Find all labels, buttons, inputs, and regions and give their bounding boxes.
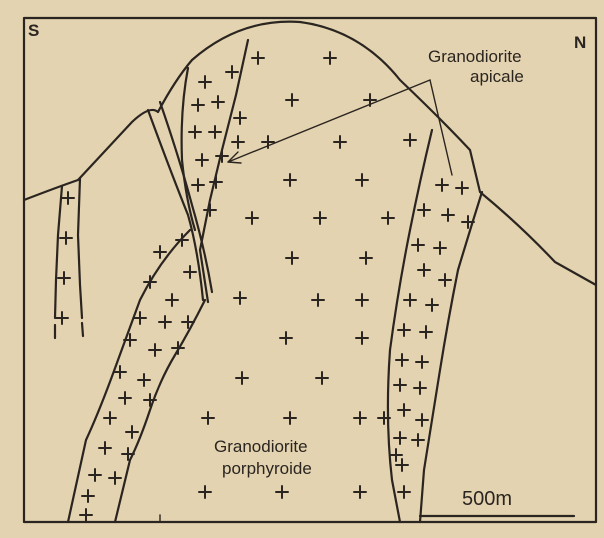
label-porphyroide-line1: Granodiorite xyxy=(214,437,308,456)
cross-symbol xyxy=(209,126,221,138)
cross-symbol xyxy=(104,412,116,424)
cross-symbol xyxy=(99,442,111,454)
cross-symbol xyxy=(404,134,416,146)
cross-symbol xyxy=(216,150,228,162)
cross-symbol xyxy=(226,66,238,78)
figure-frame xyxy=(24,18,596,522)
cross-symbol xyxy=(82,490,94,502)
cross-symbol xyxy=(394,379,406,391)
cross-symbol xyxy=(184,266,196,278)
cross-symbol xyxy=(418,204,430,216)
cross-symbol xyxy=(416,414,428,426)
cross-symbol xyxy=(396,459,408,471)
cross-symbol xyxy=(398,486,410,498)
cross-symbol xyxy=(418,264,430,276)
cross-symbol xyxy=(144,276,156,288)
cross-symbol xyxy=(398,324,410,336)
cross-symbol xyxy=(126,426,138,438)
cross-symbol xyxy=(196,154,208,166)
cross-symbol xyxy=(204,204,216,216)
cross-symbol xyxy=(138,374,150,386)
cross-symbol xyxy=(286,94,298,106)
cross-symbol xyxy=(236,372,248,384)
cross-symbol xyxy=(234,292,246,304)
cross-symbol xyxy=(189,126,201,138)
cross-symbol xyxy=(192,179,204,191)
label-porphyroide-line2: porphyroide xyxy=(222,459,312,478)
cross-symbol xyxy=(356,294,368,306)
dyke-central-contact-2 xyxy=(160,102,212,292)
cross-symbol xyxy=(420,326,432,338)
cross-symbol xyxy=(284,412,296,424)
dyke-left-dash xyxy=(55,323,83,338)
cross-symbol xyxy=(436,179,448,191)
cross-symbol xyxy=(416,356,428,368)
cross-symbol xyxy=(324,52,336,64)
cross-symbol xyxy=(316,372,328,384)
cross-symbol xyxy=(434,242,446,254)
cross-symbol xyxy=(284,174,296,186)
cross-symbol xyxy=(199,486,211,498)
cross-symbol xyxy=(414,382,426,394)
cross-symbol xyxy=(334,136,346,148)
cross-symbol xyxy=(56,312,68,324)
cross-symbol xyxy=(119,392,131,404)
cross-symbol xyxy=(246,212,258,224)
cross-symbol xyxy=(286,252,298,264)
cross-symbol xyxy=(202,412,214,424)
cross-symbol xyxy=(398,404,410,416)
cross-symbol xyxy=(354,486,366,498)
cross-symbol xyxy=(390,449,402,461)
cross-symbol xyxy=(89,469,101,481)
cross-symbol xyxy=(166,294,178,306)
label-apicale-line1: Granodiorite xyxy=(428,47,522,66)
dyke-left-contact-2 xyxy=(78,178,82,318)
cross-symbol xyxy=(404,294,416,306)
cross-symbol xyxy=(354,412,366,424)
cross-symbol xyxy=(412,434,424,446)
cross-symbol xyxy=(412,239,424,251)
cross-symbol xyxy=(159,316,171,328)
cross-symbol xyxy=(60,232,72,244)
leader-line-to-left-apical xyxy=(228,80,430,162)
cross-symbol xyxy=(356,332,368,344)
cross-symbol xyxy=(212,96,224,108)
cross-symbol xyxy=(280,332,292,344)
cross-symbol xyxy=(109,472,121,484)
cross-symbol xyxy=(382,212,394,224)
cross-symbol xyxy=(122,448,134,460)
cross-symbol xyxy=(456,182,468,194)
cross-symbol xyxy=(154,246,166,258)
cross-symbol xyxy=(192,99,204,111)
label-apicale-line2: apicale xyxy=(470,67,524,86)
cross-symbol xyxy=(80,509,92,521)
contact-right-inner xyxy=(420,192,482,522)
contact-left-inner xyxy=(68,230,190,522)
cross-symbol xyxy=(396,354,408,366)
cross-symbol xyxy=(426,299,438,311)
cross-symbol xyxy=(276,486,288,498)
cross-symbol xyxy=(394,432,406,444)
scale-bar-label: 500m xyxy=(462,488,512,510)
compass-south: S xyxy=(28,21,39,40)
cross-symbol xyxy=(442,209,454,221)
compass-north: N xyxy=(574,33,586,52)
cross-symbol xyxy=(58,272,70,284)
cross-symbol xyxy=(210,176,222,188)
cross-symbol xyxy=(199,76,211,88)
cross-symbol xyxy=(314,212,326,224)
cross-symbol xyxy=(149,344,161,356)
cross-symbol xyxy=(232,136,244,148)
cross-symbol xyxy=(360,252,372,264)
cross-symbol xyxy=(252,52,264,64)
cross-symbol xyxy=(356,174,368,186)
cross-symbol xyxy=(62,192,74,204)
cross-symbol xyxy=(439,274,451,286)
cross-symbol xyxy=(312,294,324,306)
cross-symbol xyxy=(234,112,246,124)
dyke-left-contact-1 xyxy=(55,186,62,318)
